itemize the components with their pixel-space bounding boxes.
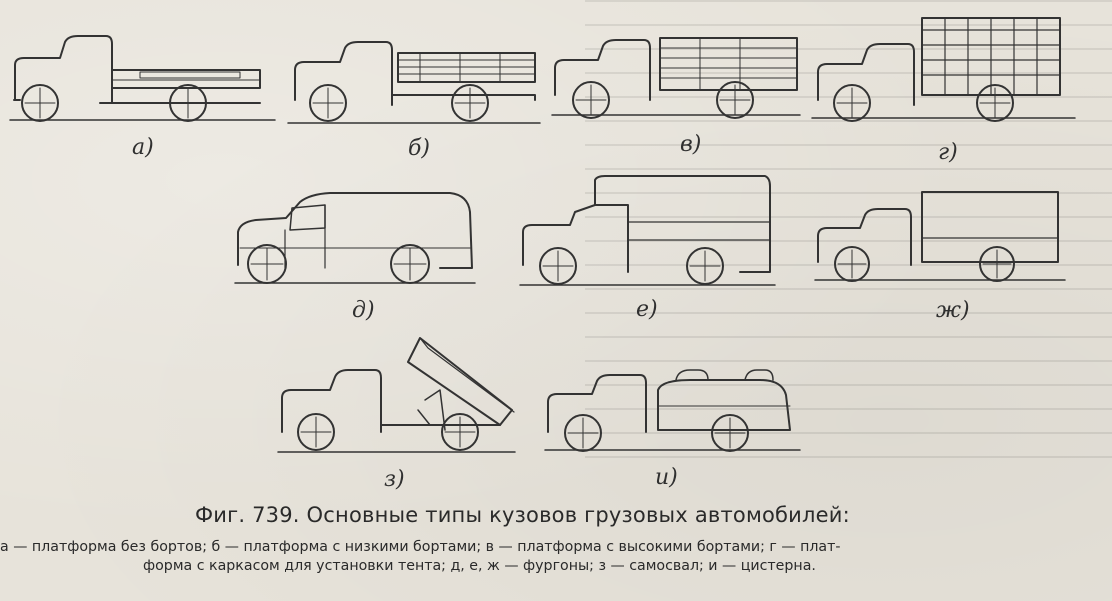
label-b: б) [408, 136, 431, 161]
truck-b-drawing [287, 41, 541, 124]
label-v: в) [680, 132, 702, 157]
figure-caption-legend: а — платформа без бортов; б — платформа … [0, 538, 1112, 576]
truck-a-drawing [9, 35, 276, 122]
caption-line-1: а — платформа без бортов; б — платформа … [0, 539, 841, 555]
label-i: и) [655, 465, 678, 490]
truck-d-drawing [234, 192, 476, 284]
label-g: г) [938, 140, 958, 165]
label-e: е) [636, 297, 658, 322]
figure-caption-title: Фиг. 739. Основные типы кузовов грузовых… [195, 503, 850, 527]
label-a: а) [132, 135, 154, 160]
truck-v-drawing [551, 37, 801, 119]
label-z: з) [384, 467, 405, 492]
truck-figure [9, 17, 1076, 453]
truck-e-drawing [519, 175, 776, 286]
truck-zh-drawing [814, 191, 1066, 282]
truck-g-drawing [811, 17, 1076, 122]
truck-i-drawing [544, 369, 801, 452]
truck-z-drawing [277, 337, 516, 453]
label-zh: ж) [936, 298, 970, 323]
label-d: д) [352, 298, 375, 323]
caption-line-2: форма с каркасом для установки тента; д,… [143, 558, 816, 574]
